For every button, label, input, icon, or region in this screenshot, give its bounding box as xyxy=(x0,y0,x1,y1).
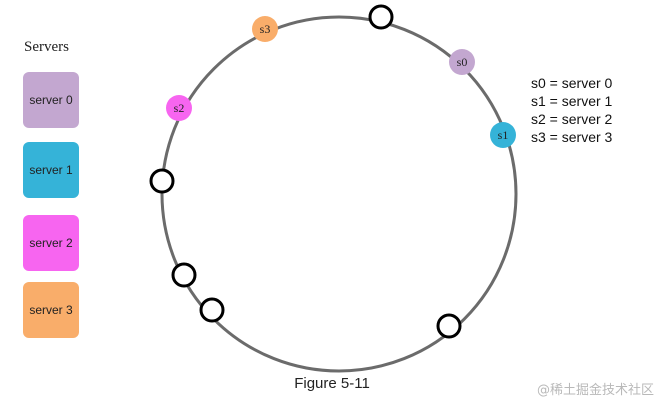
key-node xyxy=(171,262,197,288)
server-node-s1-label: s1 xyxy=(498,128,509,142)
servers-title: Servers xyxy=(24,39,69,55)
legend: s0 = server 0 s1 = server 1 s2 = server … xyxy=(531,74,612,146)
server-node-s2: s2 xyxy=(166,95,192,121)
server-node-s1: s1 xyxy=(490,122,516,148)
server-node-s3-dot xyxy=(252,16,278,42)
server-node-s0-dot xyxy=(449,49,475,75)
legend-entry-s1: s1 = server 1 xyxy=(531,93,613,109)
server-node-s2-dot xyxy=(166,95,192,121)
key-node xyxy=(149,168,175,194)
key-node xyxy=(436,313,462,339)
server-box-1-label: server 1 xyxy=(29,163,73,177)
legend-entry-s3: s3 = server 3 xyxy=(531,129,613,145)
key-node xyxy=(368,4,394,30)
figure-caption: Figure 5-11 xyxy=(294,375,370,392)
server-node-s2-label: s2 xyxy=(174,101,185,115)
server-box-3: server 3 xyxy=(23,282,79,338)
legend-entry-s2: s2 = server 2 xyxy=(531,111,613,127)
server-box-2-label: server 2 xyxy=(29,236,73,250)
server-node-s0: s0 xyxy=(449,49,475,75)
legend-entry-s0: s0 = server 0 xyxy=(531,75,613,91)
server-node-s1-dot xyxy=(490,122,516,148)
server-box-0-label: server 0 xyxy=(29,93,73,107)
hash-ring xyxy=(160,15,518,373)
key-node xyxy=(199,297,225,323)
server-box-3-label: server 3 xyxy=(29,303,73,317)
server-box-0: server 0 xyxy=(23,72,79,128)
server-box-2: server 2 xyxy=(23,215,79,271)
server-node-s0-label: s0 xyxy=(457,55,468,69)
server-box-1: server 1 xyxy=(23,142,79,198)
server-node-s3-label: s3 xyxy=(260,22,271,36)
server-node-s3: s3 xyxy=(252,16,278,42)
watermark: @稀土掘金技术社区 xyxy=(536,383,654,398)
